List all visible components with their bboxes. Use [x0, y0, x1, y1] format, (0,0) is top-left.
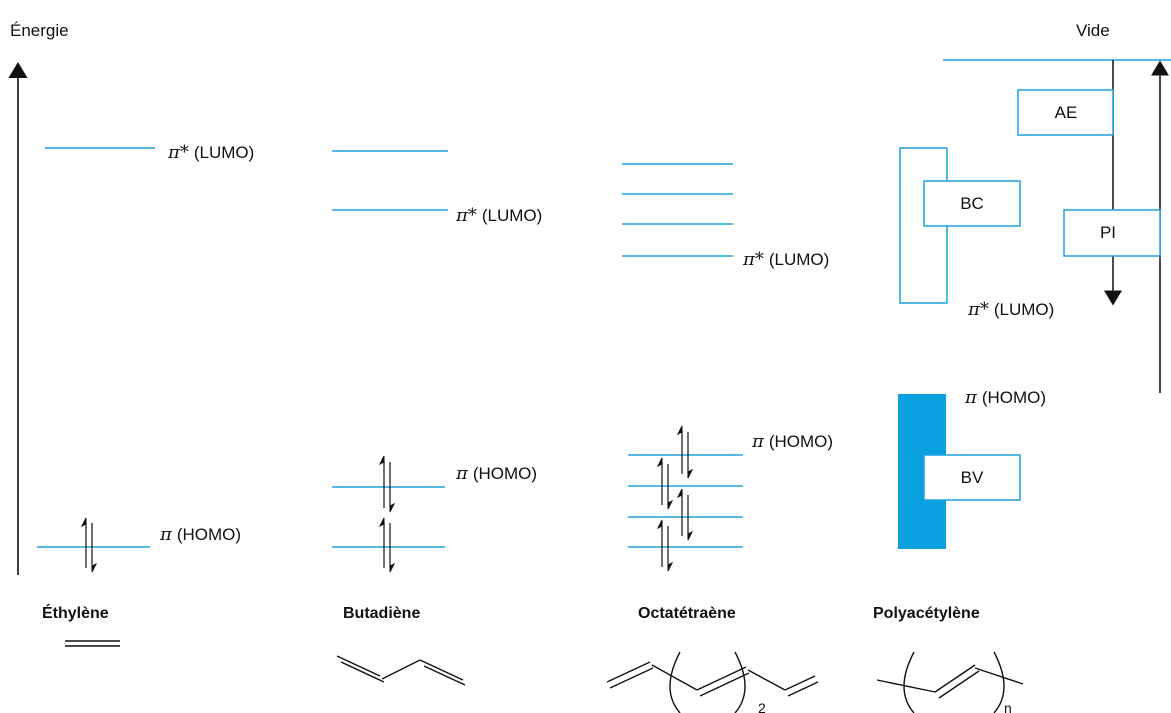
polyacetylene-structure-icon: [876, 651, 1024, 713]
energy-axis-label: Énergie: [10, 21, 69, 40]
conduction-band-box: [923, 180, 1021, 227]
conduction-band-label: BC: [960, 194, 984, 213]
octatetraene-levels: π*(LUMO) π(HOMO): [622, 163, 833, 572]
polyacetylene-lumo-label: π*(LUMO): [967, 299, 1054, 320]
electron-affinity-box: [1017, 89, 1114, 136]
octatetraene-repeat-subscript: 2: [758, 700, 766, 713]
electron-pair-icon: [656, 519, 674, 572]
polyacetylene-homo-label: π(HOMO): [964, 387, 1046, 408]
molecule-name-ethylene: Éthylène: [42, 603, 109, 622]
ethylene-structure-icon: [65, 640, 120, 647]
electron-pair-icon: [676, 488, 694, 541]
butadiene-structure-icon: [336, 655, 466, 686]
valence-band-label: BV: [961, 468, 984, 487]
octatetraene-homo-label: π(HOMO): [751, 431, 833, 452]
electron-pair-icon: [656, 457, 674, 510]
molecule-name-polyacetylene: Polyacétylène: [873, 605, 980, 622]
electron-pair-icon: [676, 425, 694, 479]
octatetraene-lumo-label: π*(LUMO): [742, 249, 829, 270]
ethylene-levels: π*(LUMO) π(HOMO): [37, 142, 254, 573]
molecule-name-butadiene: Butadiène: [343, 605, 420, 622]
ethylene-lumo-label: π*(LUMO): [167, 142, 254, 163]
butadiene-homo-label: π(HOMO): [455, 463, 537, 484]
butadiene-lumo-label: π*(LUMO): [455, 205, 542, 226]
electron-pair-icon: [80, 517, 98, 573]
electron-affinity-label: AE: [1055, 103, 1078, 122]
valence-band-box: [923, 454, 1021, 501]
octatetraene-structure-icon: [606, 651, 819, 713]
polyacetylene-repeat-subscript: n: [1004, 700, 1012, 713]
butadiene-levels: π*(LUMO) π(HOMO): [332, 150, 542, 573]
electron-pair-icon: [378, 455, 396, 513]
electron-pair-icon: [378, 517, 396, 573]
ionization-potential-label: PI: [1100, 223, 1116, 242]
ionization-potential-box: [1063, 209, 1161, 257]
vacuum-label: Vide: [1076, 21, 1110, 40]
ethylene-homo-label: π(HOMO): [159, 524, 241, 545]
molecule-name-octatetraene: Octatétraène: [638, 605, 736, 622]
polyacetylene-bands: BC π*(LUMO) BV π(HOMO) AE PI: [898, 60, 1169, 549]
